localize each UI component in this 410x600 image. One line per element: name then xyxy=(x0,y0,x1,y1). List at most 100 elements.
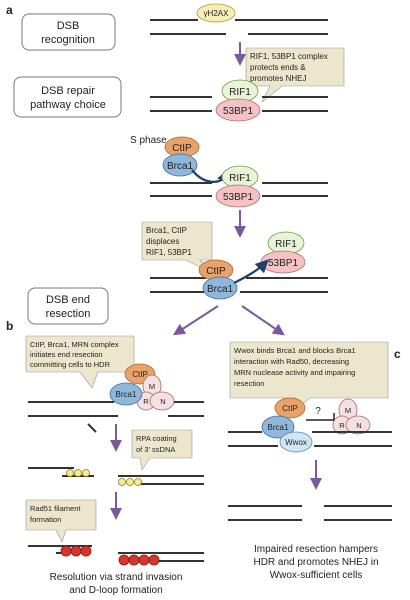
rpa-bead xyxy=(82,469,90,477)
mrn-n-label: N xyxy=(160,397,165,406)
rpa-coating xyxy=(66,469,142,486)
arrow-brca1-displace-1 xyxy=(191,168,230,184)
callout-rpa: RPA coating of 3' ssDNA xyxy=(131,429,193,471)
bp53-protein-3: 53BP1 xyxy=(260,250,306,274)
callout-displaces-line3: RIF1, 53BP1 xyxy=(146,248,192,257)
callout-ctip-mrn-line2: initiates end resection xyxy=(30,350,103,359)
rad51-filament xyxy=(60,545,160,566)
step-resection-line2: resection xyxy=(46,308,91,320)
rpa-bead xyxy=(74,469,82,477)
step-recognition-line1: DSB xyxy=(57,20,80,32)
callout-rif1-line2: protects ends & xyxy=(250,63,306,72)
callout-wwox-line1: Wwox binds Brca1 and blocks Brca1 xyxy=(234,346,356,355)
brca1-label-4: Brca1 xyxy=(268,423,289,432)
bp53-protein-1: 53BP1 xyxy=(215,98,261,122)
callout-rif1-complex: RIF1, 53BP1 complex protects ends & prom… xyxy=(245,47,345,103)
panel-label-c: c xyxy=(394,347,401,361)
brca1-label-2: Brca1 xyxy=(207,284,234,295)
rif1-label-3: RIF1 xyxy=(275,239,297,250)
callout-rad51-line1: Rad51 filament xyxy=(30,504,81,513)
ctip-label-1: CtIP xyxy=(172,143,192,154)
callout-rad51-line2: formation xyxy=(30,515,61,524)
callout-rif1-line3: promotes NHEJ xyxy=(250,74,306,83)
h2ax-label: γH2AX xyxy=(204,9,230,18)
rif1-label-2: RIF1 xyxy=(229,173,251,184)
s-phase-label: S phase xyxy=(130,135,167,146)
brca1-protein-2: Brca1 xyxy=(202,276,238,300)
dna-pathway xyxy=(150,96,328,112)
brca1-protein-4: Brca1 xyxy=(261,415,295,439)
step-box-pathway: DSB repair pathway choice xyxy=(13,76,122,118)
rad51-bead xyxy=(118,554,130,566)
brca1-protein-1: Brca1 xyxy=(162,153,198,177)
wwox-label: Wwox xyxy=(285,438,307,447)
mrn-c-n-label: N xyxy=(356,421,361,430)
dna-resection-b xyxy=(28,401,204,433)
dna-wwox xyxy=(228,431,392,447)
rad51-bead xyxy=(138,554,150,566)
panel-label-a: a xyxy=(6,3,13,17)
caption-impaired-line3: Wwox-sufficient cells xyxy=(270,570,363,581)
callout-ctip-mrn-line3: committing cells to HDR xyxy=(30,360,111,369)
bp53-label-2: 53BP1 xyxy=(223,192,253,203)
brca1-protein-3: Brca1 xyxy=(109,382,143,406)
bp53-protein-2: 53BP1 xyxy=(215,184,261,208)
step-box-resection: DSB end resection xyxy=(27,287,109,325)
step-pathway-line1: DSB repair xyxy=(41,85,95,97)
mrn-r-label: R xyxy=(143,397,149,406)
mrn-m-label: M xyxy=(149,382,155,391)
caption-impaired-line1: Impaired resection hampers xyxy=(254,544,378,555)
callout-wwox-line3: MRN nuclease activity and impairing xyxy=(234,368,355,377)
rad51-bead xyxy=(60,545,72,557)
callout-rpa-line2: of 3' ssDNA xyxy=(136,445,175,454)
step-pathway-line2: pathway choice xyxy=(30,99,106,111)
callout-rif1-line1: RIF1, 53BP1 complex xyxy=(250,52,328,61)
mrn-c-r-label: R xyxy=(339,421,345,430)
arrow-branch-c xyxy=(241,305,285,336)
brca1-label-3: Brca1 xyxy=(116,390,137,399)
ctip-label-2: CtIP xyxy=(206,266,226,277)
rad51-bead xyxy=(80,545,92,557)
dna-displaced xyxy=(150,277,328,293)
arrow-brca1-displace-2 xyxy=(233,259,269,284)
ctip-label-3: CtIP xyxy=(132,370,148,379)
step-box-recognition: DSB recognition xyxy=(21,13,116,51)
dna-s-phase xyxy=(150,182,328,197)
h2ax-protein: γH2AX xyxy=(196,3,236,23)
ctip-protein-1: CtIP xyxy=(164,136,200,158)
dna-recognition xyxy=(150,19,328,35)
step-resection-line1: DSB end xyxy=(46,294,90,306)
callout-rad51: Rad51 filament formation xyxy=(25,499,97,543)
panel-label-b: b xyxy=(6,319,13,333)
brca1-label-1: Brca1 xyxy=(167,161,194,172)
rpa-bead xyxy=(126,478,134,486)
mrn-complex-c: M R N xyxy=(332,398,371,435)
callout-rpa-line1: RPA coating xyxy=(136,434,177,443)
dna-rpa xyxy=(28,467,204,485)
bp53-label-1: 53BP1 xyxy=(223,106,253,117)
mrn-c-m-label: M xyxy=(345,406,351,415)
rif1-label-1: RIF1 xyxy=(229,87,251,98)
rad51-bead xyxy=(70,545,82,557)
rpa-bead xyxy=(134,478,142,486)
step-recognition-line2: recognition xyxy=(41,34,95,46)
caption-resolution-line1: Resolution via strand invasion xyxy=(50,572,183,583)
bp53-label-3: 53BP1 xyxy=(268,258,298,269)
rpa-bead xyxy=(118,478,126,486)
caption-impaired-line2: HDR and promotes NHEJ in xyxy=(253,557,378,568)
callout-ctip-mrn-line1: CtIP, Brca1, MRN complex xyxy=(30,340,119,349)
callout-wwox-line4: resection xyxy=(234,379,264,388)
caption-resolution-line2: and D-loop formation xyxy=(69,585,162,596)
callout-wwox-line2: interaction with Rad50, decreasing xyxy=(234,357,349,366)
rpa-bead xyxy=(66,469,74,477)
rad51-bead xyxy=(128,554,140,566)
callout-displaces-line1: Brca1, CtIP xyxy=(146,226,187,235)
arrow-branch-b xyxy=(172,305,219,336)
rad51-bead xyxy=(148,554,160,566)
question-mark: ? xyxy=(315,406,321,417)
dna-rad51 xyxy=(28,545,204,562)
callout-displaces-line2: displaces xyxy=(146,237,179,246)
ctip-label-4: CtIP xyxy=(282,404,298,413)
ctip-protein-4: CtIP xyxy=(274,397,306,419)
